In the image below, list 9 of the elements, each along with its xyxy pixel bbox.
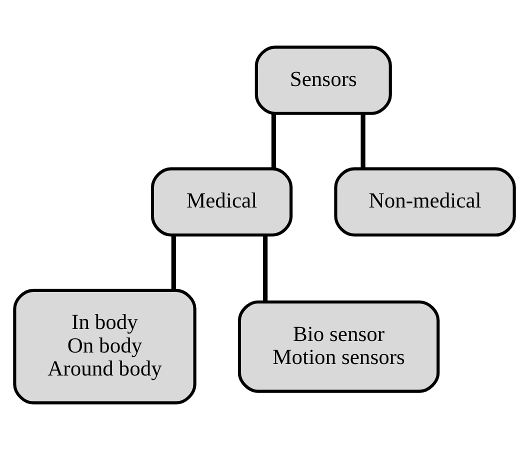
node-box: Non-medical [334,167,516,237]
connector [360,114,366,169]
connector [262,235,268,302]
node-box: Bio sensor Motion sensors [238,300,440,393]
node-box: Sensors [254,46,392,115]
connector [271,114,276,169]
node-box: In body On body Around body [13,288,196,404]
connector [171,235,176,290]
node-box: Medical [150,167,293,237]
